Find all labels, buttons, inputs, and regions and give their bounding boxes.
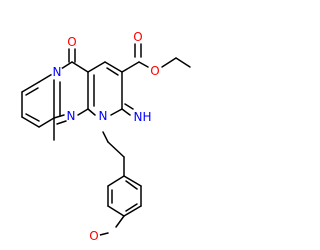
bond (53, 114, 65, 119)
bond (38, 72, 55, 83)
bond (60, 61, 73, 70)
bond (21, 81, 40, 93)
bond (71, 61, 89, 73)
chemical-structure-diagram: O N N N N H O O O (21, 30, 191, 243)
bond (106, 67, 119, 76)
bond (125, 180, 138, 190)
bond (115, 215, 125, 228)
pyridine-nitrogen-label: N (53, 65, 62, 79)
bond (87, 108, 96, 116)
bond (99, 232, 109, 236)
carbonyl-oxygen-label: O (67, 35, 76, 49)
bond (102, 131, 109, 143)
bond (107, 141, 125, 158)
methoxy-oxygen-label: O (89, 229, 98, 243)
bond (21, 116, 40, 128)
bond (123, 205, 142, 217)
bond (25, 87, 39, 96)
bond (124, 103, 134, 110)
pyrimidine-nitrogen-label: N (67, 109, 76, 123)
bond-lines (21, 43, 191, 236)
bond (175, 57, 191, 68)
bond (107, 175, 125, 187)
ester-carbonyl-oxygen-label: O (133, 30, 142, 44)
bond (161, 57, 177, 68)
bond (121, 61, 140, 73)
atom-labels: O N N N N H O O O (51, 30, 161, 243)
bond (87, 61, 106, 73)
bond (77, 108, 89, 116)
bond (110, 108, 123, 116)
bond (107, 205, 125, 217)
ester-oxygen-label: O (150, 64, 159, 78)
bond (25, 113, 40, 122)
bond (104, 61, 123, 73)
bond (138, 61, 149, 68)
imine-hydrogen-label: H (142, 110, 151, 124)
ring-nitrogen-label: N (99, 109, 108, 123)
bond (56, 120, 67, 125)
bond (125, 203, 138, 212)
bond (38, 117, 55, 128)
bond (121, 108, 131, 116)
bond (123, 175, 142, 187)
imine-nitrogen-label: N (134, 110, 143, 124)
